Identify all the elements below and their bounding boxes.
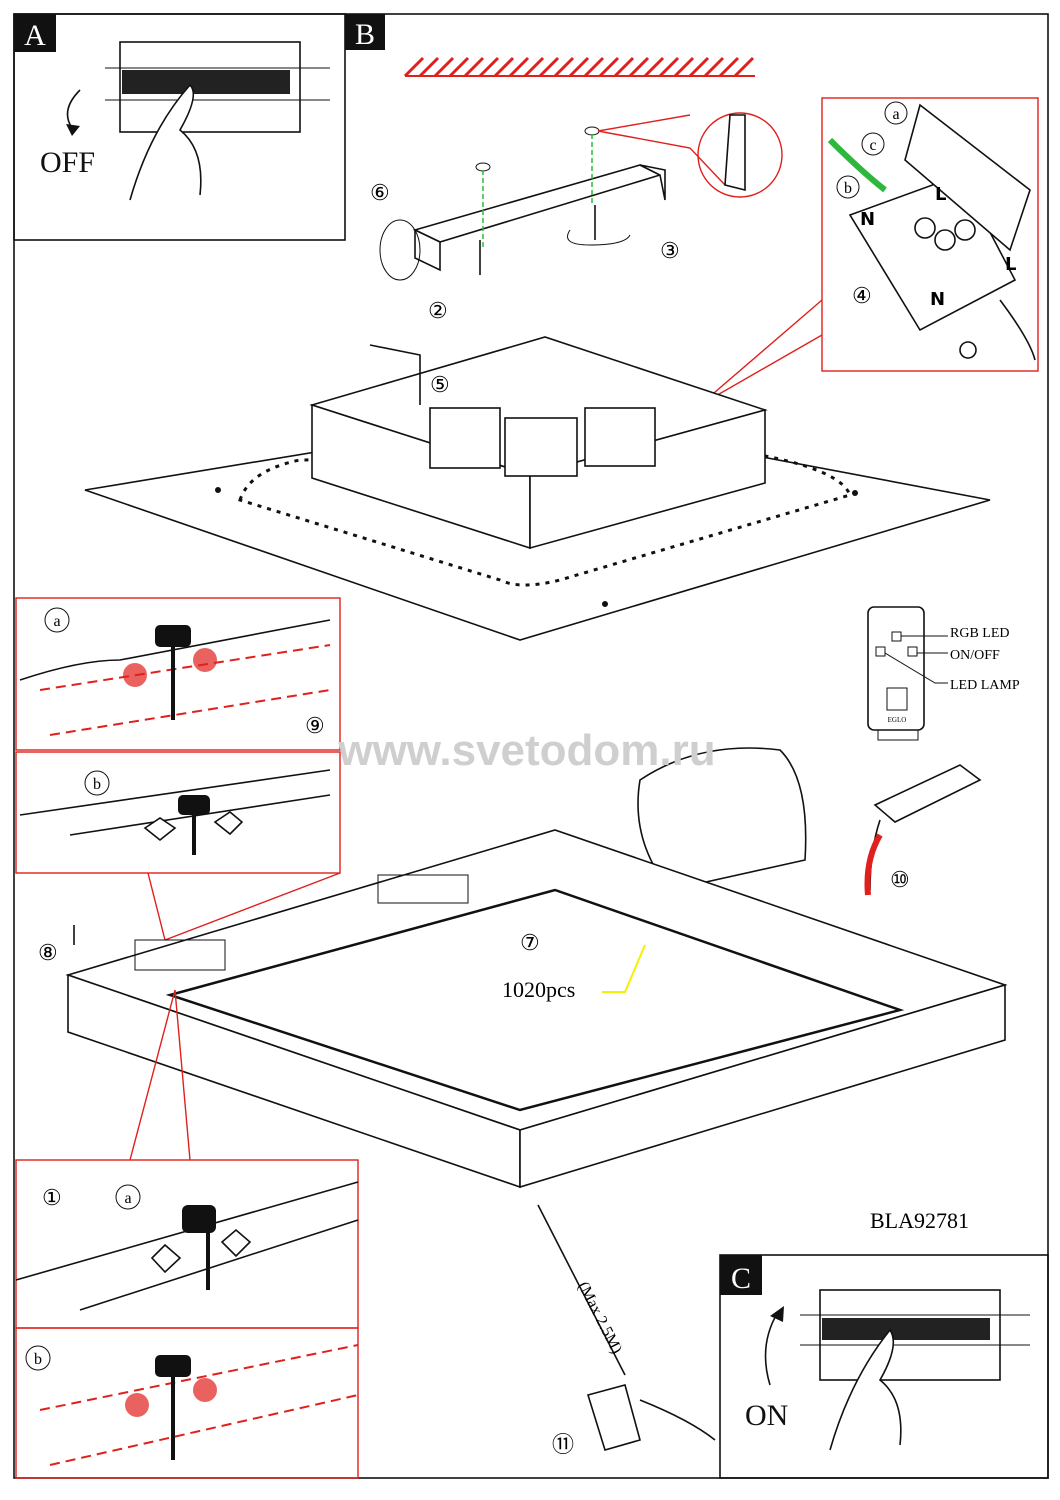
panel-9b-detail <box>15 751 341 941</box>
step-5-label: ⑤ <box>430 372 450 397</box>
mounting-bracket <box>379 112 783 281</box>
on-label: ON <box>745 1399 788 1432</box>
panel-c-switch-on: C ON <box>719 1254 1049 1479</box>
neutral-n-label: N <box>860 209 875 230</box>
remote-range-label: (Max 2.5M) <box>574 1279 625 1356</box>
circuit-breaker-icon-2 <box>800 1289 1030 1381</box>
remote-control-icon <box>864 764 982 896</box>
sub-b-label: b <box>93 776 101 793</box>
led-lamp-button <box>875 646 886 657</box>
step-10-label: ⑩ <box>890 867 910 892</box>
base-plate <box>84 336 991 641</box>
step-4-label: ④ <box>852 283 872 308</box>
led-lamp-label: LED LAMP <box>950 678 1020 693</box>
on-off-button <box>907 646 918 657</box>
model-code: BLA92781 <box>870 1208 969 1233</box>
on-off-label: ON/OFF <box>950 648 1000 663</box>
panel-9a-detail <box>15 597 341 751</box>
wire-c-label: c <box>869 137 876 154</box>
panel-4-wiring-detail <box>699 97 1039 406</box>
diffuser-cover <box>637 747 807 891</box>
rgb-led-label: RGB LED <box>950 626 1010 641</box>
hand-with-remote-icon <box>586 1384 716 1451</box>
panel-c-letter: C <box>731 1262 751 1295</box>
lamp-frame <box>65 829 1008 1189</box>
rotate-arrow-icon <box>66 89 81 129</box>
wire-a-label: a <box>892 106 899 123</box>
rotate-up-arrow-icon <box>764 1311 779 1386</box>
yellow-pointer-arrow <box>602 944 646 993</box>
page-frame <box>13 13 1049 1479</box>
panel-a-switch-off: A OFF <box>13 13 346 241</box>
neutral-n-label-2: N <box>930 289 945 310</box>
step-9-label: ⑨ <box>305 713 325 738</box>
panel-1b-detail <box>15 1327 359 1479</box>
step-6-label: ⑥ <box>370 180 390 205</box>
wall-plug-detail <box>697 112 783 198</box>
step-8-label: ⑧ <box>38 940 58 965</box>
live-l-label-2: L <box>1005 254 1016 275</box>
live-l-label: L <box>935 184 946 205</box>
hand-icon <box>129 83 202 201</box>
lift-arrow-icon <box>369 344 421 405</box>
step-3-label: ③ <box>660 238 680 263</box>
sub-a-label: a <box>53 613 60 630</box>
panel-b-letter: B <box>355 18 375 51</box>
sub-a-label-2: a <box>124 1190 131 1207</box>
step-11-label: ⑪ <box>552 1432 574 1457</box>
circuit-breaker-icon <box>105 41 330 133</box>
eglo-brand: EGLO <box>888 716 907 724</box>
step-2-label: ② <box>428 298 448 323</box>
step-7-label: ⑦ <box>520 930 540 955</box>
hand-icon-2 <box>829 1328 902 1451</box>
rgb-led-button <box>891 631 902 642</box>
panel-a-letter: A <box>24 19 46 52</box>
sub-b-label-2: b <box>34 1351 42 1368</box>
watermark: www.svetodom.ru <box>337 726 715 775</box>
ceiling-hatch <box>403 56 755 78</box>
off-label: OFF <box>40 146 95 179</box>
remote-receiver <box>867 606 948 741</box>
parts-count: 1020pcs <box>502 977 575 1002</box>
panel-1a-detail <box>15 1159 359 1329</box>
range-line <box>537 1204 626 1376</box>
panel-b-badge <box>345 14 385 50</box>
step-1-label: ① <box>42 1185 62 1210</box>
wire-b-label: b <box>844 180 852 197</box>
